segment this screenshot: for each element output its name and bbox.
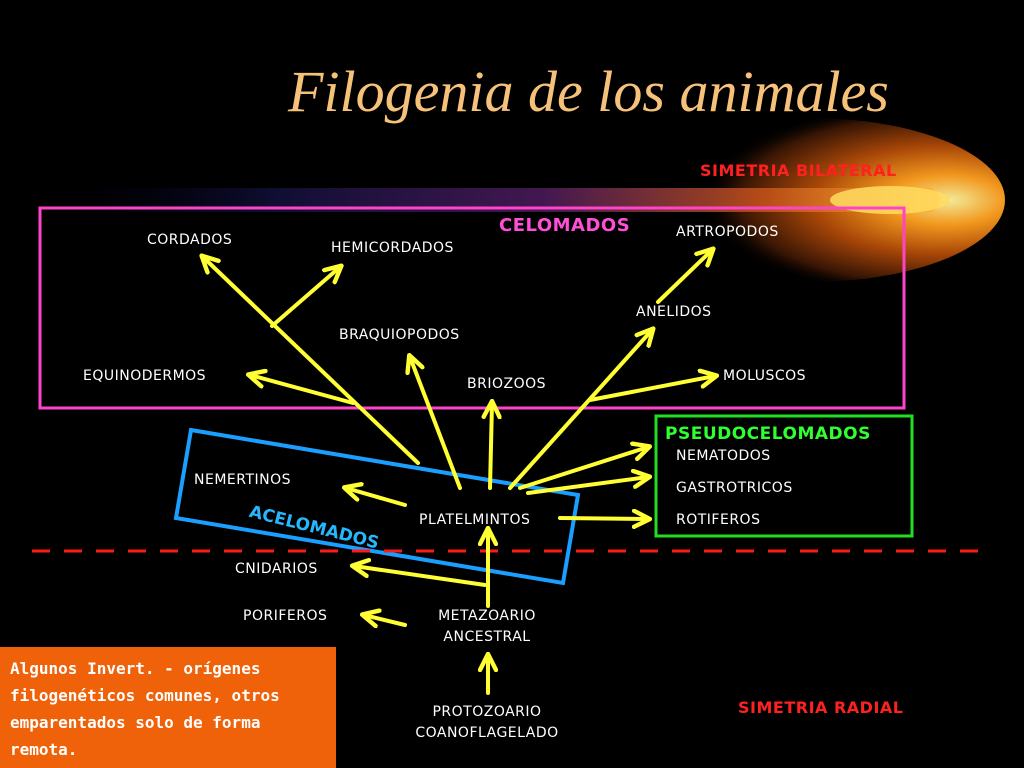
note-box: Algunos Invert. - orígenes filogenéticos…	[0, 647, 336, 768]
arrow-to-hemicordados	[270, 267, 340, 328]
pseudocelomados-box	[654, 414, 914, 538]
taxon-braquiopodos: BRAQUIOPODOS	[339, 327, 460, 343]
arrow-to-cordados	[203, 257, 420, 465]
arrow-to-anelidos	[508, 330, 652, 490]
taxon-metazoario-line1: METAZOARIO	[438, 608, 536, 624]
arrow-to-braquiopodos	[410, 357, 462, 490]
taxon-anelidos: ANELIDOS	[636, 304, 712, 320]
taxon-gastrotricos: GASTROTRICOS	[676, 480, 793, 496]
taxon-cordados: CORDADOS	[147, 232, 233, 248]
arrow-to-nemertinos	[346, 488, 407, 507]
taxon-protozoario-line2: COANOFLAGELADO	[415, 725, 559, 741]
arrow-to-artropodos	[656, 250, 712, 304]
taxon-moluscos: MOLUSCOS	[723, 368, 807, 384]
arrow-to-moluscos	[588, 376, 715, 402]
taxon-artropodos: ARTROPODOS	[676, 224, 779, 240]
arrow-to-equinodermos	[250, 375, 355, 405]
arrow-to-gastrotricos	[526, 477, 648, 495]
label-simetria-bilateral: SIMETRIA BILATERAL	[700, 161, 897, 180]
note-line: remota.	[10, 740, 78, 759]
label-celomados: CELOMADOS	[499, 215, 631, 236]
taxon-hemicordados: HEMICORDADOS	[331, 240, 454, 256]
label-simetria-radial: SIMETRIA RADIAL	[738, 698, 904, 717]
taxon-metazoario-line2: ANCESTRAL	[443, 629, 531, 645]
arrow-to-poriferos	[364, 615, 407, 625]
taxon-rotiferos: ROTIFEROS	[676, 512, 761, 528]
taxon-equinodermos: EQUINODERMOS	[83, 368, 207, 384]
acelomados-box	[173, 427, 581, 586]
arrow-to-rotiferos	[558, 518, 648, 519]
taxon-poriferos: PORIFEROS	[243, 608, 328, 624]
slide-title: Filogenia de los animales	[288, 59, 889, 124]
taxon-protozoario-line1: PROTOZOARIO	[432, 704, 542, 720]
taxon-cnidarios: CNIDARIOS	[235, 561, 318, 577]
bilateral-glow	[60, 118, 1005, 282]
taxon-nemertinos: NEMERTINOS	[194, 472, 292, 488]
label-pseudocelomados: PSEUDOCELOMADOS	[665, 424, 871, 444]
taxon-platelmintos: PLATELMINTOS	[419, 512, 531, 528]
note-line: Algunos Invert. - orígenes	[10, 659, 261, 678]
celomados-box	[38, 206, 906, 410]
note-line: filogenéticos comunes, otros	[10, 686, 280, 705]
taxon-nematodos: NEMATODOS	[676, 448, 771, 464]
arrow-to-nematodos	[518, 447, 648, 490]
arrow-to-cnidarios	[354, 566, 487, 587]
taxon-briozoos: BRIOZOOS	[467, 376, 546, 392]
note-line: emparentados solo de forma	[10, 713, 261, 732]
arrow-to-briozoos	[490, 403, 492, 490]
